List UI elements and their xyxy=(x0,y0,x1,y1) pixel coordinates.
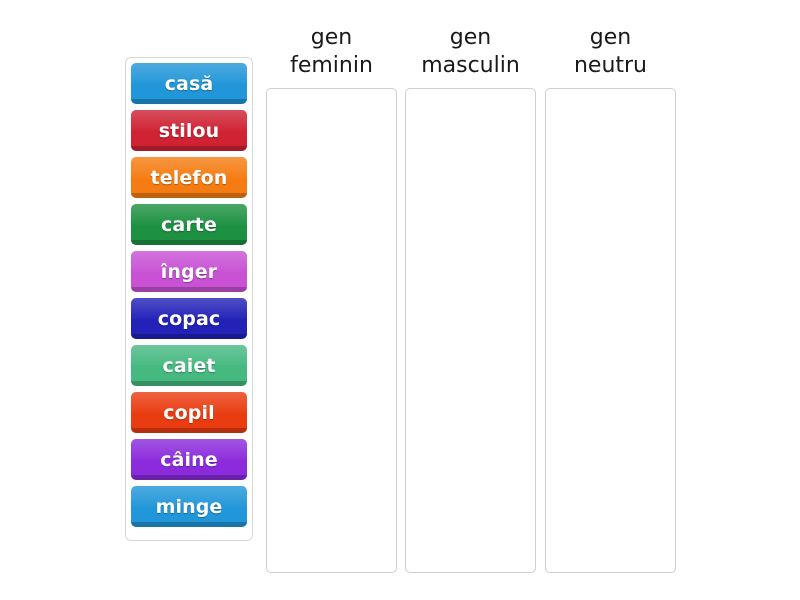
word-tile-4[interactable]: înger xyxy=(131,251,247,292)
word-tile-3[interactable]: carte xyxy=(131,204,247,245)
word-tile-label: casă xyxy=(164,72,214,95)
word-tile-label: copac xyxy=(157,307,221,330)
word-tile-label: minge xyxy=(155,495,223,518)
word-tile-label: telefon xyxy=(150,166,228,189)
word-tile-1[interactable]: stilou xyxy=(131,110,247,151)
column-title: gen feminin xyxy=(290,25,373,78)
column-title: gen masculin xyxy=(421,25,520,78)
drop-zone-masculin[interactable] xyxy=(405,88,536,573)
word-tile-label: carte xyxy=(161,213,217,236)
word-tile-5[interactable]: copac xyxy=(131,298,247,339)
drop-column-masculin: gen masculin xyxy=(405,24,536,573)
word-bank: casă stilou telefon carte înger copac ca… xyxy=(125,57,253,541)
word-tile-7[interactable]: copil xyxy=(131,392,247,433)
word-tile-label: câine xyxy=(160,448,218,471)
word-tile-9[interactable]: minge xyxy=(131,486,247,527)
drop-zone-neutru[interactable] xyxy=(545,88,676,573)
word-tile-8[interactable]: câine xyxy=(131,439,247,480)
drop-column-neutru: gen neutru xyxy=(545,24,676,573)
drop-zone-feminin[interactable] xyxy=(266,88,397,573)
column-title: gen neutru xyxy=(573,25,648,78)
word-tile-label: înger xyxy=(160,260,218,283)
word-tile-0[interactable]: casă xyxy=(131,63,247,104)
word-tile-2[interactable]: telefon xyxy=(131,157,247,198)
word-tile-label: stilou xyxy=(158,119,220,142)
word-tile-6[interactable]: caiet xyxy=(131,345,247,386)
drop-column-feminin: gen feminin xyxy=(266,24,397,573)
word-tile-label: caiet xyxy=(162,354,216,377)
word-tile-label: copil xyxy=(163,401,215,424)
